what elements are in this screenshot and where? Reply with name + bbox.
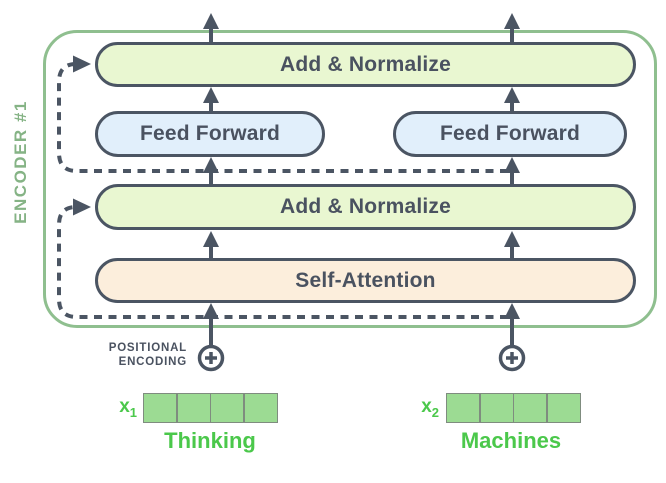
addnorm-to-ff-arrow-left-icon (203, 157, 219, 184)
add-normalize-top-box: Add & Normalize (95, 42, 636, 87)
token-symbol-x1: x1 (119, 396, 137, 420)
addnorm-to-ff-arrow-right-icon (504, 157, 520, 184)
sa-to-addnorm-arrow-left-icon (203, 231, 219, 258)
vector-cell (144, 394, 176, 422)
output-arrow-right-icon (504, 13, 520, 42)
positional-encoding-label: POSITIONAL ENCODING (60, 342, 187, 369)
add-normalize-top-label: Add & Normalize (279, 52, 452, 76)
vector-cell (211, 394, 243, 422)
output-arrow-left-icon (203, 13, 219, 42)
ff-to-addnorm-arrow-right-icon (504, 87, 520, 112)
token-word-right: Machines (460, 428, 562, 453)
plus-circle-right-icon (498, 344, 526, 372)
residual-arrowhead-bottom-icon (73, 198, 91, 216)
embedding-vector-right (446, 393, 581, 423)
add-normalize-mid-label: Add & Normalize (279, 195, 452, 218)
feed-forward-right-label: Feed Forward (439, 122, 581, 145)
positional-encoding-line1: POSITIONAL (108, 342, 187, 354)
residual-path-bottom (57, 205, 508, 319)
vector-cell (177, 394, 210, 422)
feed-forward-left-box: Feed Forward (95, 111, 325, 157)
vector-cell (244, 394, 277, 422)
input-arrow-right-icon (504, 303, 520, 347)
ff-to-addnorm-arrow-left-icon (203, 87, 219, 112)
vector-cell (547, 394, 580, 422)
input-arrow-left-icon (203, 303, 219, 347)
vector-cell (447, 394, 479, 422)
positional-encoding-line2: ENCODING (118, 355, 187, 368)
vector-cell (514, 394, 546, 422)
feed-forward-left-label: Feed Forward (139, 122, 281, 145)
add-normalize-mid-box: Add & Normalize (95, 184, 636, 230)
encoder-container (43, 30, 657, 328)
sa-to-addnorm-arrow-right-icon (504, 231, 520, 258)
residual-path-top (57, 62, 508, 173)
self-attention-label: Self-Attention (295, 268, 436, 292)
plus-circle-left-icon (197, 344, 225, 372)
embedding-vector-left (143, 393, 278, 423)
feed-forward-right-box: Feed Forward (393, 111, 627, 157)
vector-cell (480, 394, 513, 422)
token-symbol-x2: x2 (421, 396, 439, 420)
token-word-left: Thinking (164, 428, 256, 453)
residual-arrowhead-top-icon (73, 55, 91, 73)
self-attention-box: Self-Attention (95, 258, 636, 303)
